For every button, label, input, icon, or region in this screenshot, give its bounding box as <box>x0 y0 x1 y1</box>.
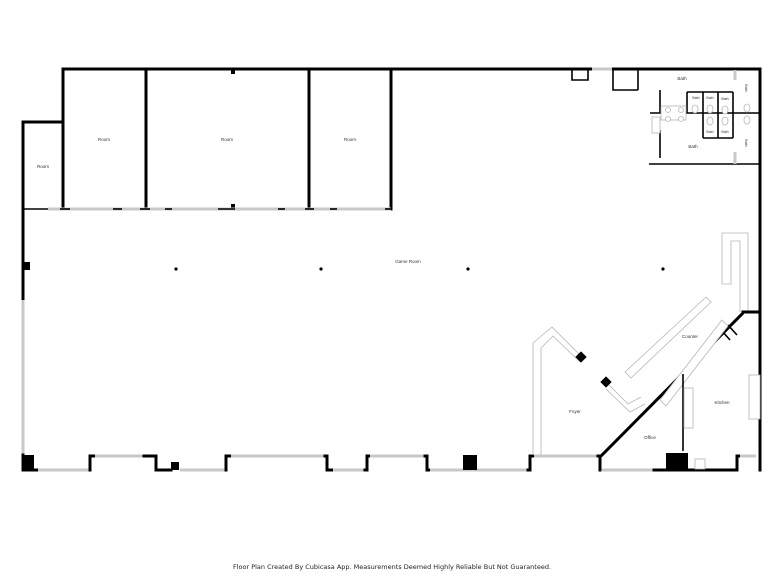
utility-rooms <box>571 67 639 91</box>
room-labels: Room Room Room Room Game Room Counter Ki… <box>37 76 748 440</box>
label-room-small-left: Room <box>37 164 49 169</box>
label-counter: Counter <box>682 334 699 339</box>
label-bath-stall-5: Bath <box>721 130 728 134</box>
top-rooms <box>23 67 393 211</box>
label-foyer: Foyer <box>569 409 581 414</box>
label-bath-bottom: Bath <box>688 144 698 149</box>
label-room-2: Room <box>221 137 233 142</box>
label-bath-stall-2: Bath <box>706 96 713 100</box>
exterior-walls <box>21 67 762 472</box>
service-area <box>532 232 762 470</box>
label-bath-right-top: Bath <box>744 84 748 91</box>
label-kitchen: Kitchen <box>714 400 730 405</box>
label-bath-right-bottom: Bath <box>744 139 748 146</box>
columns <box>174 267 665 271</box>
label-game-room: Game Room <box>395 259 421 264</box>
label-room-3: Room <box>344 137 356 142</box>
label-office: Office <box>644 435 656 440</box>
label-bath-stall-3: Bath <box>721 97 728 101</box>
label-room-1: Room <box>98 137 110 142</box>
label-bath-stall-4: Bath <box>706 130 713 134</box>
label-bath-stall-1: Bath <box>692 96 699 100</box>
footer-disclaimer: Floor Plan Created By Cubicasa App. Meas… <box>232 563 552 571</box>
bathroom-block <box>649 70 760 165</box>
label-bath-top: Bath <box>677 76 687 81</box>
